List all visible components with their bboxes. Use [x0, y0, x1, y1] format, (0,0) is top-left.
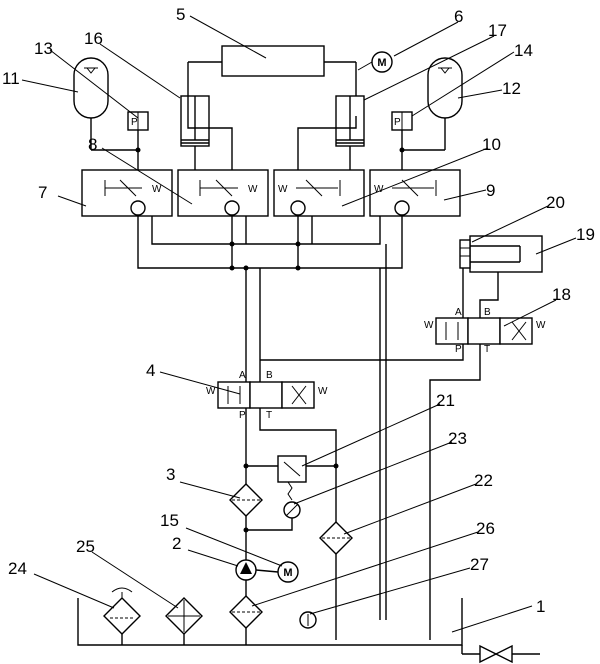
line-acc-left	[91, 149, 139, 170]
callout-10: 10	[482, 135, 501, 154]
callout-25: 25	[76, 537, 95, 556]
motor-15: M	[255, 561, 299, 583]
callout-26: 26	[476, 519, 495, 538]
callout-6: 6	[454, 7, 463, 26]
v4-port-a: A	[239, 370, 246, 381]
motor-15-label: M	[283, 567, 292, 579]
callout-16: 16	[84, 29, 103, 48]
switch-right-label: P	[394, 117, 401, 128]
valve-block-7: W	[81, 169, 173, 217]
spring-10: W	[278, 184, 288, 195]
accumulator-left	[73, 57, 109, 150]
spring-9: W	[374, 184, 384, 195]
v18-port-b: B	[484, 307, 491, 318]
gauge-23	[283, 501, 301, 519]
valve-block-10: W	[273, 169, 365, 217]
filter-22	[319, 521, 353, 555]
callout-14: 14	[514, 41, 533, 60]
callout-20: 20	[546, 193, 565, 212]
callout-2: 2	[172, 534, 181, 553]
callout-23: 23	[448, 429, 467, 448]
level-sensor-27	[299, 611, 317, 629]
motor-6: M	[357, 51, 393, 73]
switch-left-label: P	[131, 117, 138, 128]
callout-15: 15	[160, 511, 179, 530]
relief-valve-21	[277, 455, 307, 501]
callout-9: 9	[486, 181, 495, 200]
tank-1	[77, 598, 540, 664]
valve-block-8: W	[177, 169, 269, 217]
callout-22: 22	[474, 471, 493, 490]
spring-4-right: W	[318, 386, 328, 397]
pump-2	[235, 559, 257, 581]
pressure-switch-right: P	[391, 111, 413, 150]
v4-port-p: P	[239, 410, 246, 421]
v18-port-a: A	[455, 307, 462, 318]
line-acc-right	[401, 149, 445, 170]
callout-3: 3	[166, 465, 175, 484]
cylinder-right	[324, 61, 365, 147]
directional-valve-4: W W A B P T	[206, 370, 328, 421]
callout-21: 21	[436, 391, 455, 410]
breather-24	[103, 587, 141, 635]
limit-switch-20	[459, 239, 471, 269]
callout-1: 1	[536, 597, 545, 616]
callout-11: 11	[2, 69, 20, 88]
callout-8: 8	[88, 135, 97, 154]
manifold-lines	[137, 215, 403, 271]
callout-numbers: 1 2 3 4 5 6 7 8 9 10 11 12 13 14 15 16 1…	[2, 5, 595, 616]
callout-27: 27	[470, 555, 489, 574]
filter-3	[229, 483, 263, 517]
callout-19: 19	[576, 225, 595, 244]
callout-7: 7	[38, 183, 47, 202]
pressure-switch-left: P	[127, 111, 149, 150]
valve-block-9: W	[369, 169, 461, 217]
spring-7: W	[152, 184, 162, 195]
spring-8: W	[248, 184, 258, 195]
accumulator-right	[427, 57, 463, 150]
spring-18-right: W	[536, 320, 546, 331]
v4-port-t: T	[266, 410, 272, 421]
callout-17: 17	[488, 21, 507, 40]
callout-13: 13	[34, 39, 53, 58]
motor-6-label: M	[377, 57, 386, 69]
callout-12: 12	[502, 79, 521, 98]
v18-port-p: P	[455, 344, 462, 355]
leader-lines	[21, 15, 577, 633]
directional-valve-18: W W A B P T	[424, 307, 546, 355]
callout-18: 18	[552, 285, 571, 304]
v18-port-t: T	[484, 344, 490, 355]
callout-5: 5	[176, 5, 185, 24]
filter-26	[229, 595, 263, 629]
cylinder-left	[180, 61, 222, 147]
callout-24: 24	[8, 559, 27, 578]
spring-18-left: W	[424, 320, 434, 331]
cylinder-19	[469, 235, 543, 273]
load-block	[221, 45, 325, 77]
callout-4: 4	[146, 361, 155, 380]
v4-port-b: B	[266, 370, 273, 381]
spring-4-left: W	[206, 386, 216, 397]
